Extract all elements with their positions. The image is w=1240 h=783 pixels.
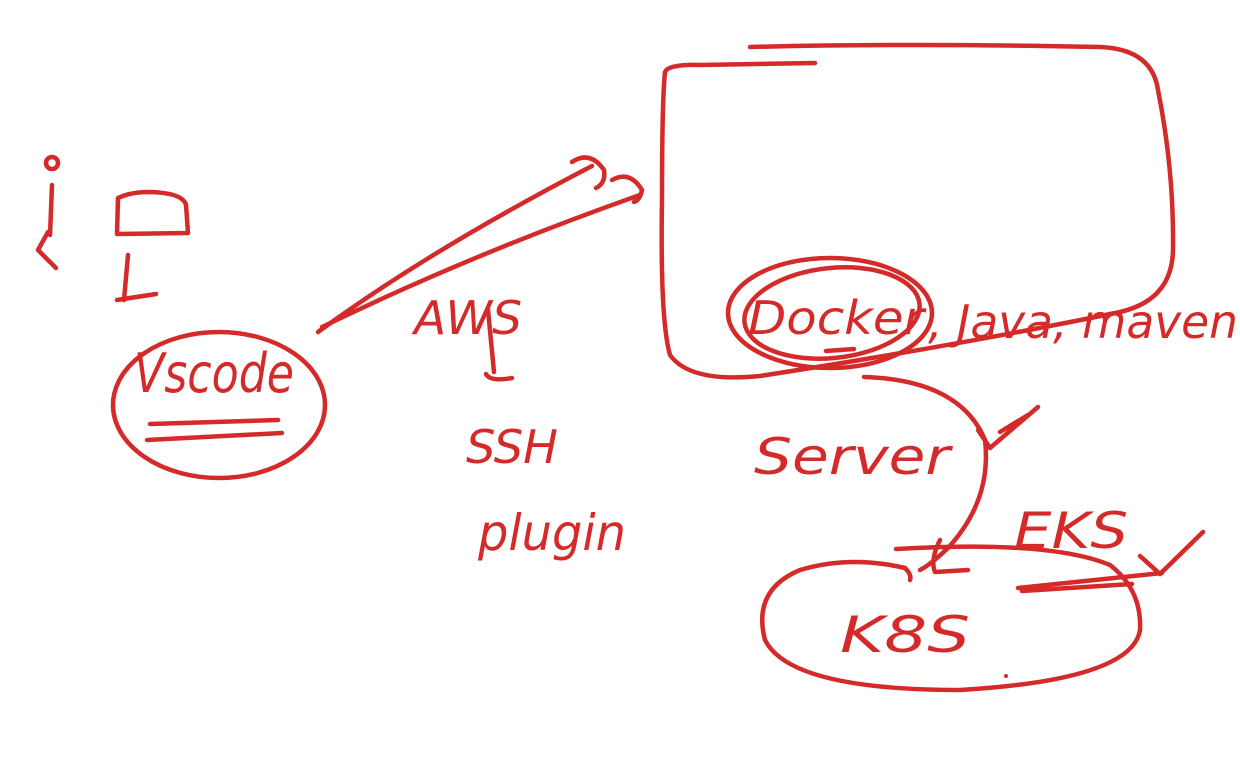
vscode-underline-2 [144,430,285,443]
docker-underline [823,346,857,354]
aws-label: AWS [411,291,522,345]
server-label: Server [754,428,954,486]
ssh-label: SSH [466,420,558,474]
check-mark-icon [975,404,1041,451]
vscode-label: Vscode [134,342,294,405]
flow-arrow [861,374,989,575]
computer-icon [114,189,191,303]
server-box [659,42,1176,380]
eks-underline [1015,570,1165,594]
docker-ellipse-outer [725,255,935,371]
check-mark-icon [1137,529,1206,577]
k8s-ellipse [759,544,1143,693]
vscode-ellipse [110,329,328,481]
person-icon [35,154,61,271]
aws-down-arrow [483,307,515,382]
vscode-underline-1 [147,417,281,427]
plugin-label: plugin [477,504,626,562]
docker-ellipse-inner [742,265,922,361]
java-maven-label: , Java, maven [928,295,1238,349]
k8s-label: K8S [840,606,970,664]
connection-arrow [315,155,645,335]
eks-label: EKS [1014,502,1128,560]
docker-label: Docker [748,291,927,345]
ink-dot [1004,674,1008,678]
